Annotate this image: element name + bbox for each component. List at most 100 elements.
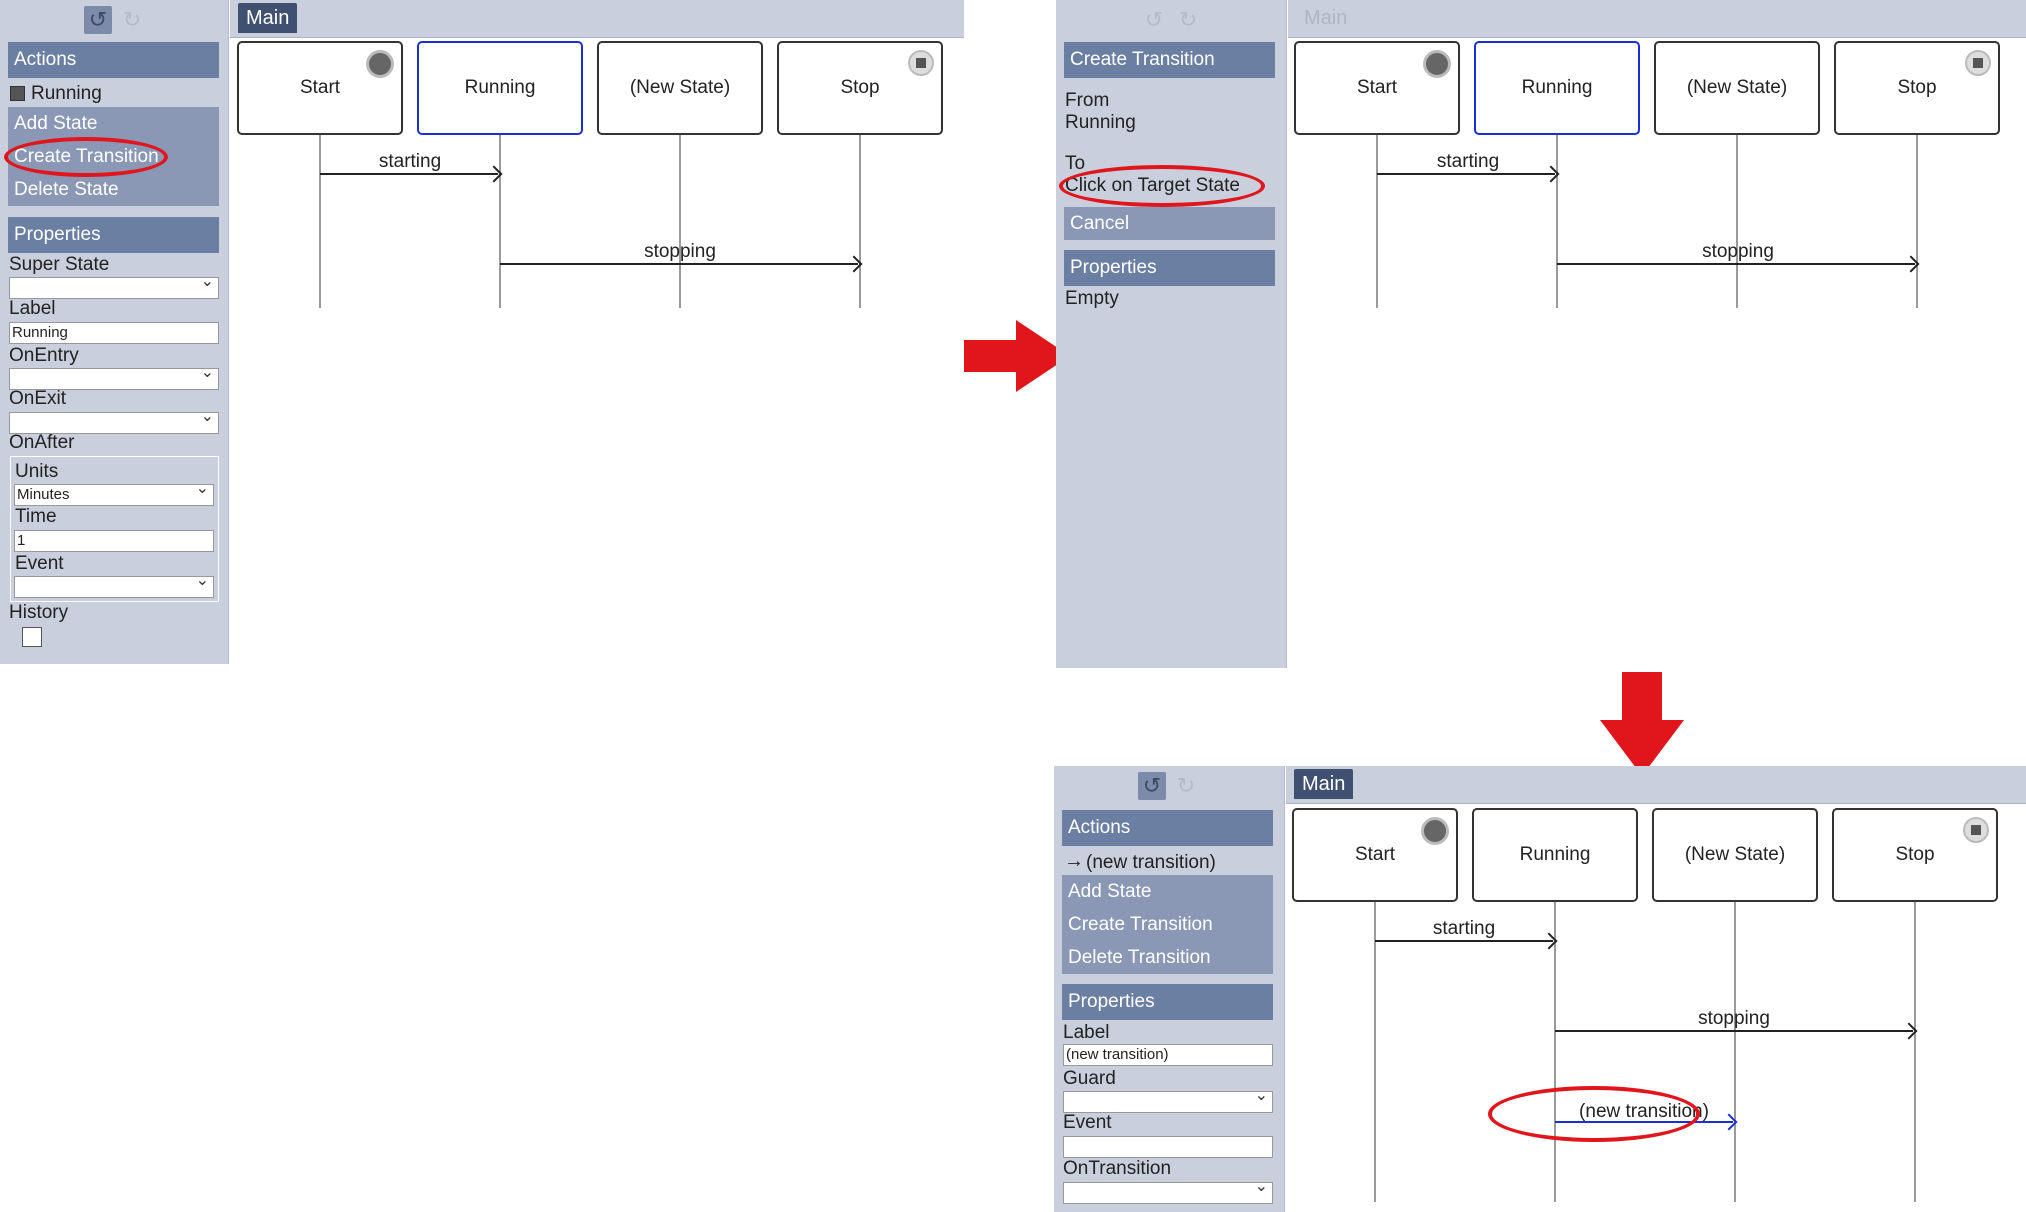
state-start[interactable]: Start: [1292, 808, 1458, 902]
transition-arrow[interactable]: [1377, 173, 1555, 175]
lifeline: [499, 135, 501, 308]
redo-icon[interactable]: ↻: [122, 7, 142, 32]
state-label: Start: [1356, 77, 1398, 98]
onafter-group: Units Minutes Time 1 Event: [10, 456, 219, 602]
state-running[interactable]: Running: [417, 41, 583, 135]
add-state-button[interactable]: Add State: [8, 107, 219, 140]
event-input[interactable]: [1063, 1136, 1273, 1158]
delete-transition-button[interactable]: Delete Transition: [1062, 941, 1273, 974]
state-icon: [10, 86, 25, 101]
transition-arrow[interactable]: [1375, 940, 1553, 942]
undo-icon[interactable]: ↺: [1138, 772, 1166, 800]
lifeline: [1556, 135, 1558, 308]
lifeline: [859, 135, 861, 308]
create-transition-header: Create Transition: [1064, 42, 1275, 78]
panel-2: ↺ ↻ Create Transition From Running To Cl…: [1056, 0, 2026, 668]
transition-arrow[interactable]: [1555, 1030, 1913, 1032]
state-new-state[interactable]: (New State): [597, 41, 763, 135]
diagram-canvas: Main Start Running (New State) Stop star…: [1288, 0, 2026, 668]
tab-main[interactable]: Main: [238, 3, 298, 33]
start-icon: [1421, 817, 1449, 845]
lifeline: [1916, 135, 1918, 308]
undo-icon[interactable]: ↺: [1144, 7, 1164, 32]
tab-bar: Main: [1288, 0, 2026, 38]
state-new-state[interactable]: (New State): [1654, 41, 1820, 135]
units-select[interactable]: Minutes: [14, 479, 214, 506]
tab-bar: Main: [230, 0, 964, 38]
onexit-label: OnExit: [9, 388, 67, 409]
transition-label: stopping: [1698, 1008, 1770, 1029]
state-stop[interactable]: Stop: [777, 41, 943, 135]
transition-label: stopping: [1702, 241, 1774, 262]
state-new-state[interactable]: (New State): [1652, 808, 1818, 902]
from-value: Running: [1065, 112, 1136, 133]
sidebar: ↺ ↻ Actions Running Add State Create Tra…: [0, 0, 229, 664]
units-label: Units: [15, 461, 59, 482]
transition-arrow[interactable]: [320, 173, 498, 175]
highlight-oval: [4, 137, 168, 177]
properties-header: Properties: [8, 217, 219, 253]
lifeline: [1736, 135, 1738, 308]
state-running[interactable]: Running: [1472, 808, 1638, 902]
state-label: Start: [299, 77, 341, 98]
redo-icon[interactable]: ↻: [1178, 7, 1198, 32]
lifeline: [1914, 902, 1916, 1202]
history-checkbox[interactable]: [22, 627, 42, 647]
sidebar: ↺ ↻ Actions → (new transition) Add State…: [1054, 766, 1285, 1212]
onentry-select[interactable]: [9, 363, 219, 390]
guard-label: Guard: [1063, 1068, 1116, 1089]
tab-main[interactable]: Main: [1304, 7, 1348, 29]
state-label: (New State): [1684, 844, 1786, 865]
super-state-select[interactable]: [9, 272, 219, 299]
red-arrow-icon: [1600, 672, 1684, 776]
label-input[interactable]: (new transition): [1063, 1044, 1273, 1066]
redo-icon[interactable]: ↻: [1176, 773, 1196, 798]
transition-icon: →: [1064, 850, 1084, 872]
onentry-label: OnEntry: [9, 345, 79, 366]
state-start[interactable]: Start: [237, 41, 403, 135]
transition-arrow[interactable]: [1557, 263, 1915, 265]
time-label: Time: [15, 506, 57, 527]
time-input[interactable]: 1: [14, 530, 214, 552]
label-label: Label: [1063, 1022, 1110, 1043]
transition-label: starting: [1432, 918, 1496, 939]
state-stop[interactable]: Stop: [1832, 808, 1998, 902]
tab-main[interactable]: Main: [1294, 769, 1354, 799]
panel-3: ↺ ↻ Actions → (new transition) Add State…: [1054, 766, 2026, 1212]
stop-icon: [1965, 50, 1991, 76]
label-label: Label: [9, 298, 56, 319]
state-label: (New State): [1686, 77, 1788, 98]
stop-icon: [908, 50, 934, 76]
selected-item-label: Running: [31, 83, 102, 104]
from-label: From: [1065, 90, 1110, 111]
ontransition-select[interactable]: [1063, 1177, 1273, 1204]
lifeline: [1554, 902, 1556, 1202]
delete-state-button[interactable]: Delete State: [8, 173, 219, 206]
transition-label: starting: [378, 151, 442, 172]
onafter-label: OnAfter: [9, 432, 75, 453]
state-running[interactable]: Running: [1474, 41, 1640, 135]
state-label: Start: [1354, 844, 1396, 865]
guard-select[interactable]: [1063, 1086, 1273, 1113]
state-start[interactable]: Start: [1294, 41, 1460, 135]
onexit-select[interactable]: [9, 407, 219, 434]
event-select[interactable]: [14, 571, 214, 598]
tab-bar: Main: [1286, 766, 2026, 804]
transition-label: starting: [1436, 151, 1500, 172]
highlight-oval: [1488, 1086, 1700, 1142]
sidebar: ↺ ↻ Create Transition From Running To Cl…: [1056, 0, 1287, 668]
label-input[interactable]: Running: [9, 322, 219, 344]
lifeline: [1376, 135, 1378, 308]
state-stop[interactable]: Stop: [1834, 41, 2000, 135]
cancel-button[interactable]: Cancel: [1064, 207, 1275, 240]
lifeline: [319, 135, 321, 308]
create-transition-button[interactable]: Create Transition: [1062, 908, 1273, 941]
transition-arrow[interactable]: [500, 263, 858, 265]
red-arrow-icon: [964, 320, 1070, 392]
undo-icon[interactable]: ↺: [84, 6, 112, 34]
add-state-button[interactable]: Add State: [1062, 875, 1273, 908]
lifeline: [1374, 902, 1376, 1202]
properties-value: Empty: [1065, 288, 1119, 309]
state-label: Running: [1519, 844, 1591, 865]
to-label: To: [1065, 153, 1086, 174]
